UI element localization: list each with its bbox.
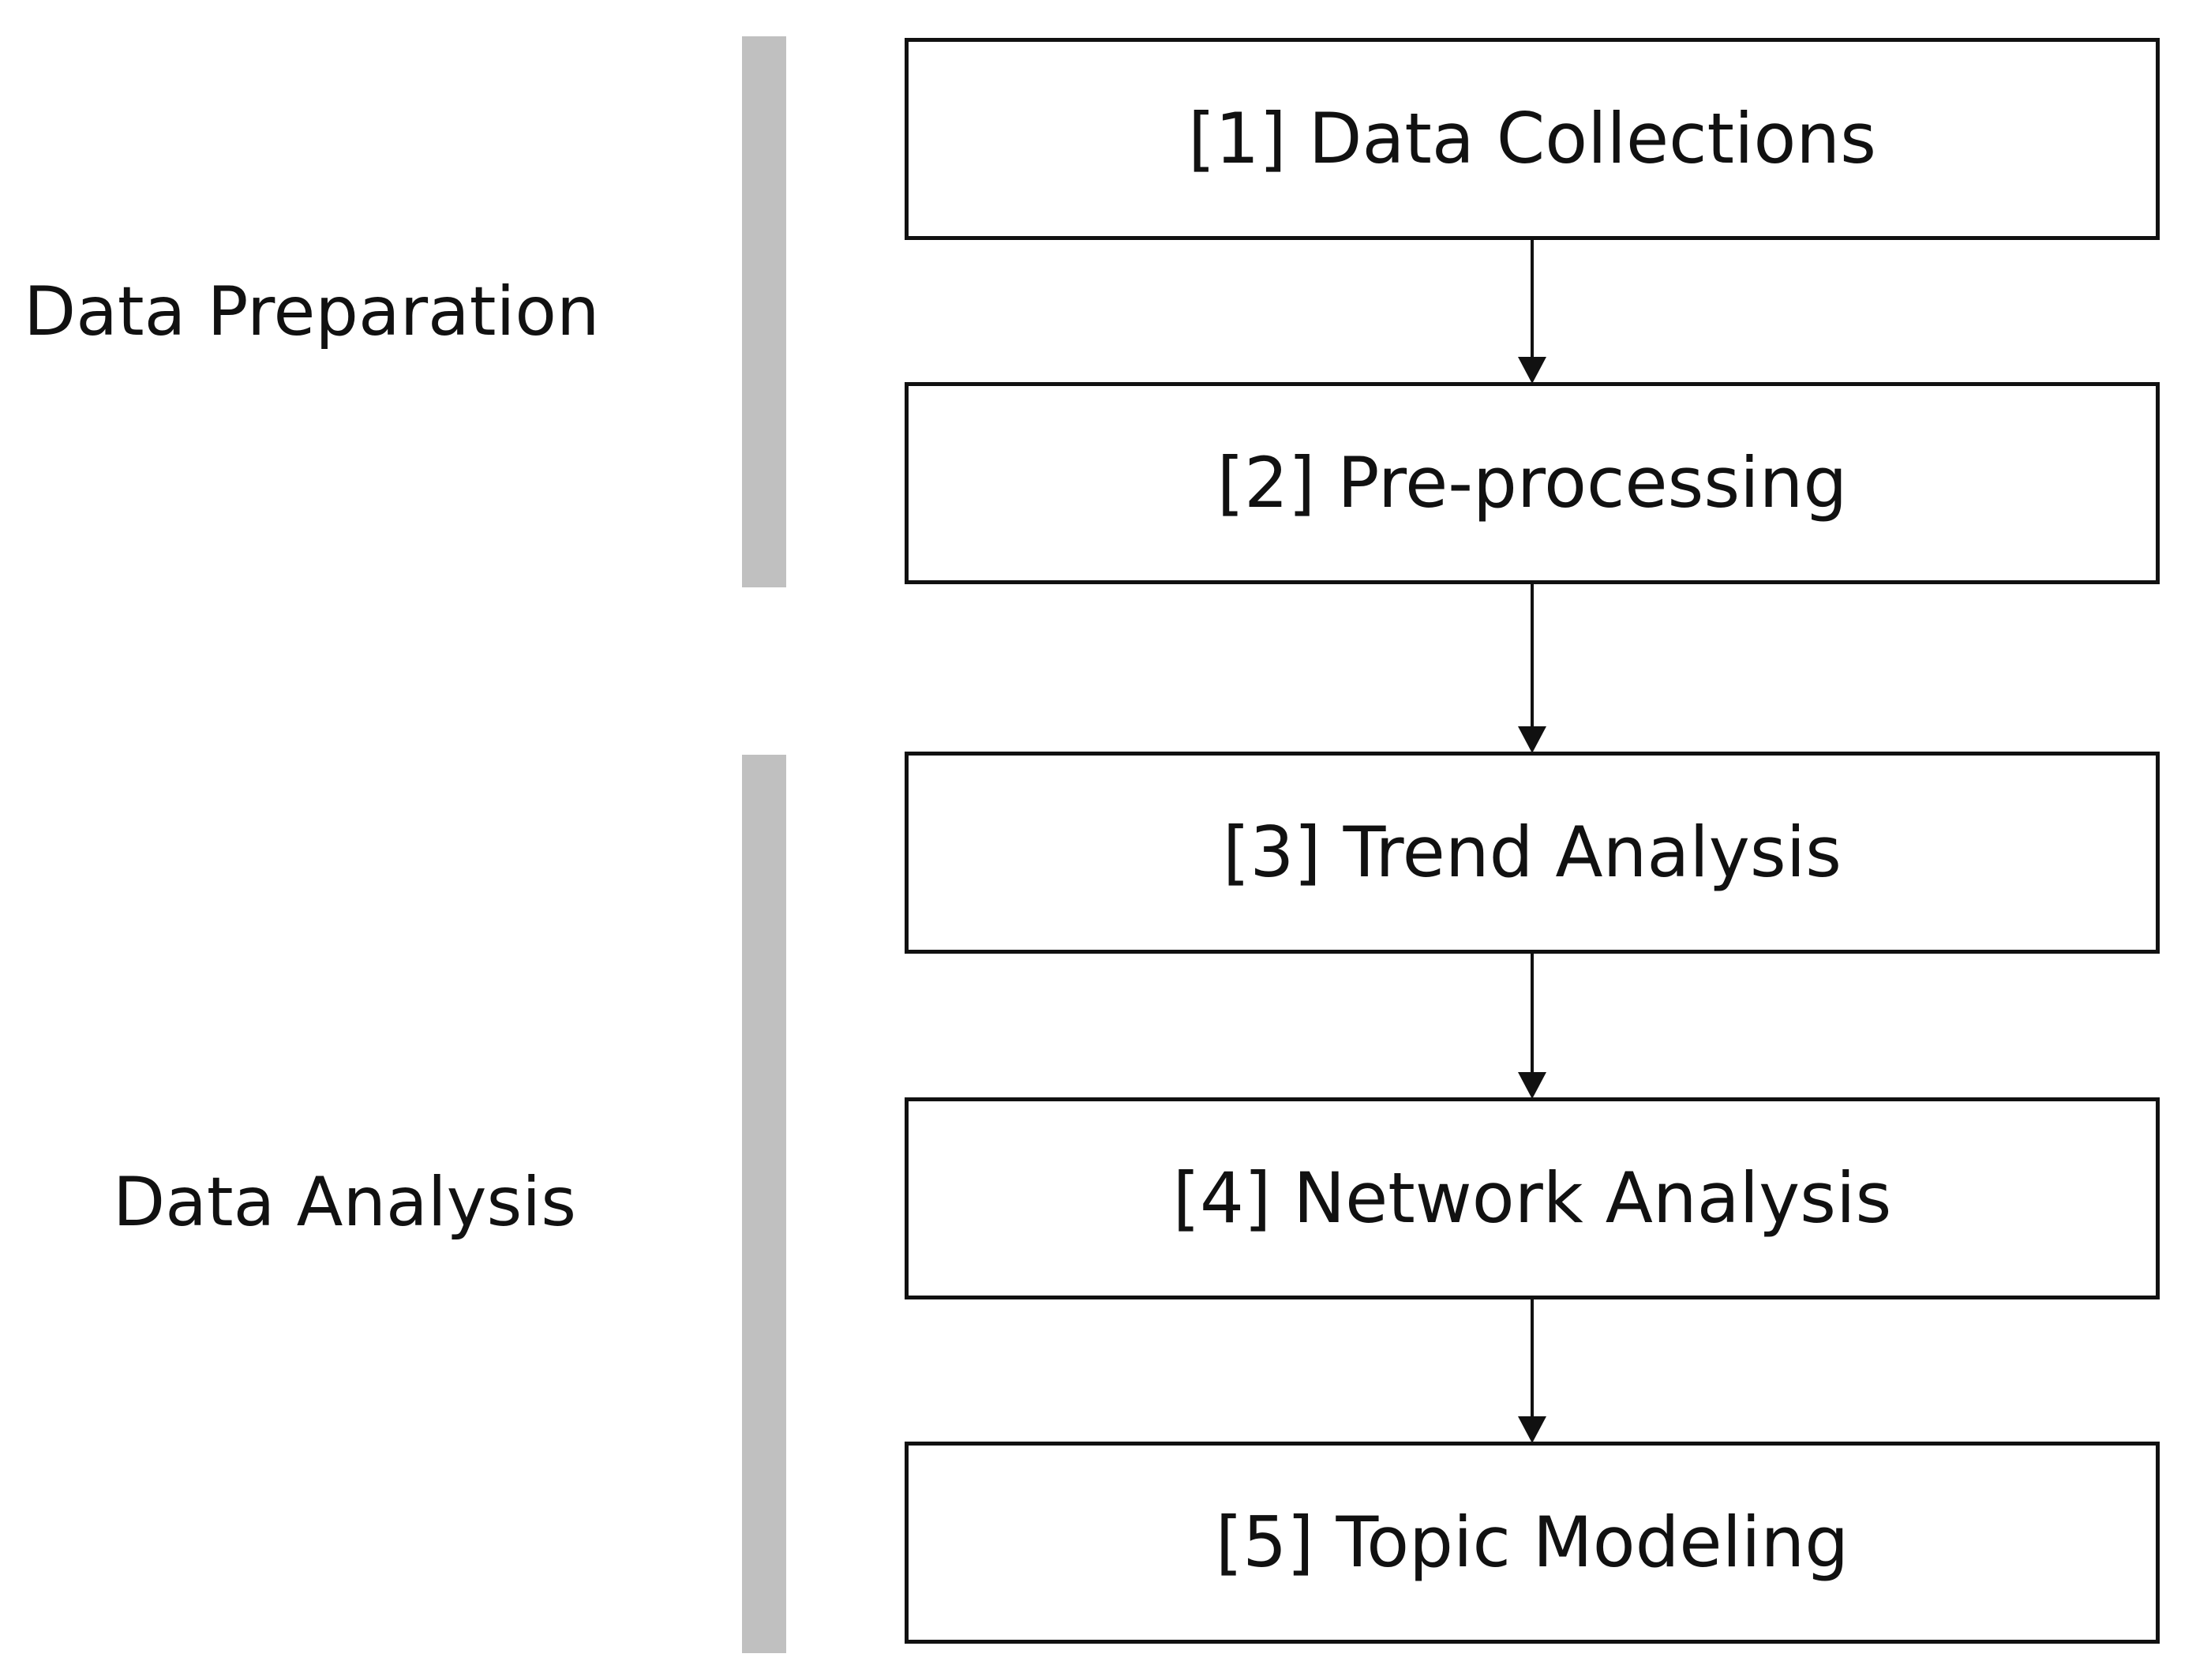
step-box-data-collections: [1] Data Collections bbox=[905, 38, 2160, 240]
arrow-1-to-2 bbox=[1518, 240, 1546, 384]
step-label-trend-analysis: [3] Trend Analysis bbox=[1222, 812, 1842, 893]
arrow-3-to-4 bbox=[1518, 954, 1546, 1099]
arrow-4-to-5 bbox=[1518, 1299, 1546, 1443]
phase-bar-data-analysis bbox=[742, 755, 786, 1653]
step-label-data-collections: [1] Data Collections bbox=[1188, 98, 1876, 179]
step-box-pre-processing: [2] Pre-processing bbox=[905, 382, 2160, 584]
step-label-network-analysis: [4] Network Analysis bbox=[1172, 1157, 1892, 1239]
phase-bar-data-preparation bbox=[742, 36, 786, 587]
arrow-2-to-3 bbox=[1518, 584, 1546, 753]
step-box-network-analysis: [4] Network Analysis bbox=[905, 1097, 2160, 1299]
step-box-trend-analysis: [3] Trend Analysis bbox=[905, 752, 2160, 954]
step-label-topic-modeling: [5] Topic Modeling bbox=[1215, 1502, 1849, 1583]
phase-label-data-preparation: Data Preparation bbox=[24, 272, 600, 351]
phase-label-data-analysis: Data Analysis bbox=[112, 1163, 576, 1242]
step-box-topic-modeling: [5] Topic Modeling bbox=[905, 1442, 2160, 1644]
step-label-pre-processing: [2] Pre-processing bbox=[1216, 442, 1848, 523]
